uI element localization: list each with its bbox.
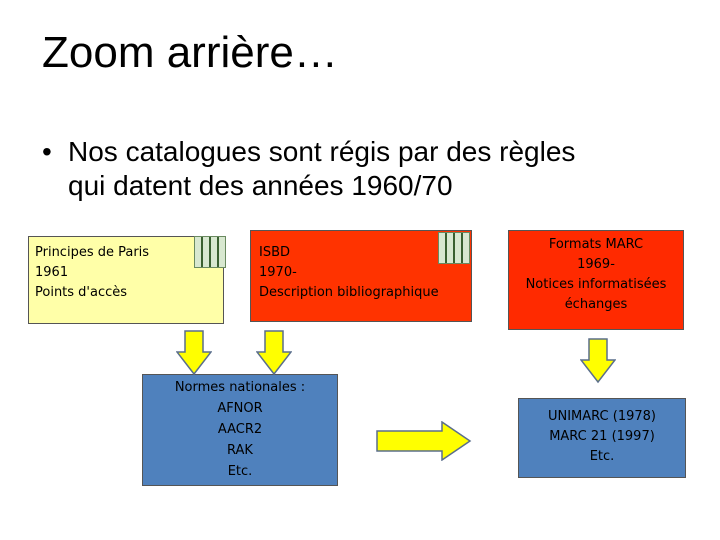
box-formats-marc: Formats MARC 1969- Notices informatisées… <box>508 230 684 330</box>
paris-line-3: Points d'accès <box>35 285 128 300</box>
box-normes-nationales: Normes nationales : AFNOR AACR2 RAK Etc. <box>142 374 338 486</box>
slide-title: Zoom arrière… <box>42 28 338 77</box>
paris-line-1: Principes de Paris <box>35 245 150 260</box>
bullet-point: • Nos catalogues sont régis par des règl… <box>42 135 702 203</box>
arrow-down-icon <box>580 338 616 384</box>
arrow-down-icon <box>176 330 212 376</box>
unimarc-line-2: MARC 21 (1997) <box>549 429 655 444</box>
ifla-logo-icon <box>194 236 226 268</box>
normes-line-1: Normes nationales : <box>174 380 306 395</box>
isbd-line-2: 1970- <box>259 265 297 280</box>
box-unimarc: UNIMARC (1978) MARC 21 (1997) Etc. <box>518 398 686 478</box>
bullet-marker: • <box>42 136 52 167</box>
paris-line-2: 1961 <box>35 265 69 280</box>
marc-line-1: Formats MARC <box>548 237 644 252</box>
marc-line-4: échanges <box>564 297 628 312</box>
ifla-logo-icon <box>438 232 470 264</box>
isbd-line-1: ISBD <box>259 245 291 260</box>
bullet-line-2: qui datent des années 1960/70 <box>68 170 453 201</box>
arrow-down-icon <box>256 330 292 376</box>
unimarc-line-3: Etc. <box>589 449 615 464</box>
marc-line-3: Notices informatisées <box>525 277 667 292</box>
unimarc-line-1: UNIMARC (1978) <box>547 409 656 424</box>
marc-line-2: 1969- <box>577 257 615 272</box>
box-principes-de-paris: Principes de Paris 1961 Points d'accès <box>28 236 224 324</box>
isbd-line-3: Description bibliographique <box>259 285 439 300</box>
arrow-right-icon <box>376 421 472 461</box>
normes-line-2: AFNOR <box>217 401 263 416</box>
bullet-line-1: Nos catalogues sont régis par des règles <box>68 136 576 167</box>
box-isbd: ISBD 1970- Description bibliographique <box>250 230 472 322</box>
normes-line-3: AACR2 <box>217 422 263 437</box>
normes-line-5: Etc. <box>227 464 253 479</box>
normes-line-4: RAK <box>227 443 253 458</box>
